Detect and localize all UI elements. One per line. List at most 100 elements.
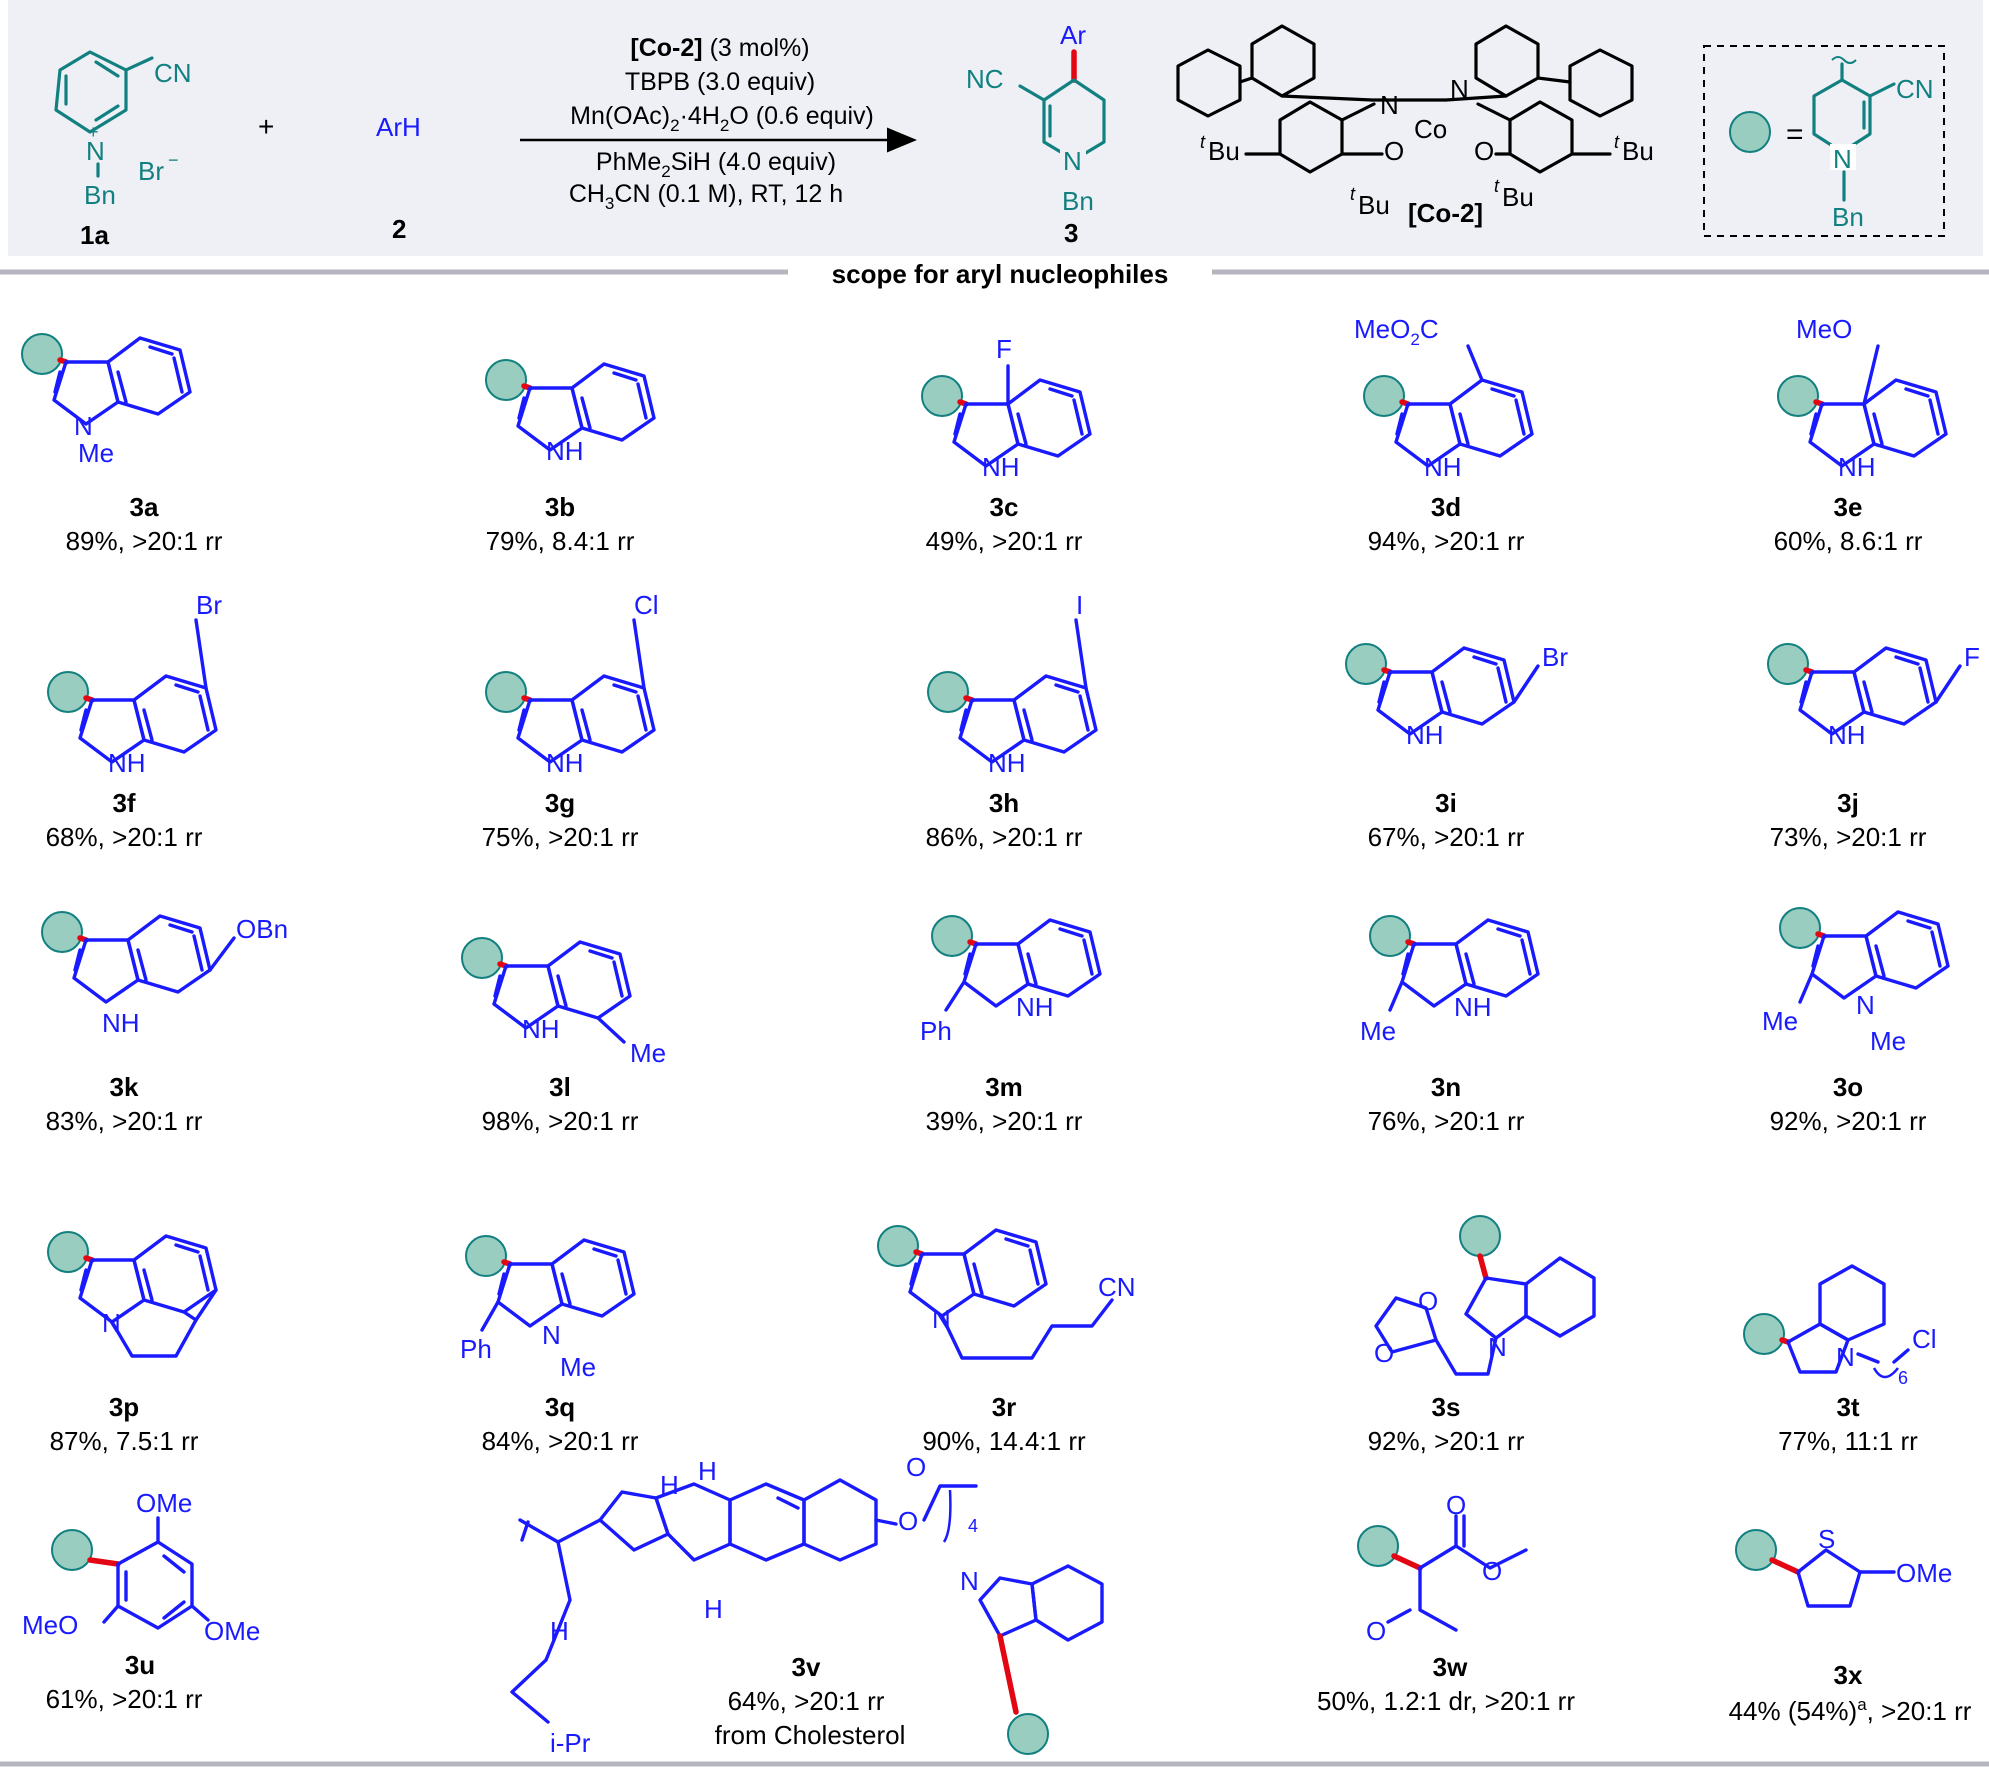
svg-text:NH: NH [108,748,146,778]
svg-text:N: N [1380,90,1399,120]
product-3: Ar NC N Bn [966,20,1106,216]
result-3d: 94%, >20:1 rr [1368,526,1525,556]
svg-text:NH: NH [1828,720,1866,750]
structure-3o: Me N Me [1762,907,1950,1056]
svg-text:N: N [1856,990,1875,1020]
svg-text:TBPB (3.0 equiv): TBPB (3.0 equiv) [625,68,815,96]
svg-text:i-Pr: i-Pr [550,1728,591,1758]
svg-text:Co: Co [1414,114,1447,144]
reagent2-formula: ArH [376,112,421,142]
svg-text:Me: Me [1360,1016,1396,1046]
svg-text:Cl: Cl [634,590,659,620]
svg-text:PhMe2SiH (4.0 equiv): PhMe2SiH (4.0 equiv) [596,148,836,181]
svg-text:Me: Me [1870,1026,1906,1056]
svg-text:O: O [898,1506,918,1536]
structure-3l: Me NH [461,937,666,1068]
result-3i: 67%, >20:1 rr [1368,822,1525,852]
label-3o: 3o [1833,1072,1863,1102]
svg-text:Bu: Bu [1208,136,1240,166]
result-3e: 60%, 8.6:1 rr [1774,526,1923,556]
result-3p: 87%, 7.5:1 rr [50,1426,199,1456]
structure-3k: OBn NH [41,911,288,1038]
label-3p: 3p [109,1392,139,1422]
svg-text:OBn: OBn [236,914,288,944]
svg-text:Cl: Cl [1912,1324,1937,1354]
legend-dot [1729,111,1771,153]
label-3k: 3k [110,1072,139,1102]
svg-text:NH: NH [1424,452,1462,482]
svg-text:H: H [550,1616,569,1646]
structure-3j: F NH [1767,642,1980,750]
pyridinium-1a: CN N + Bn Br − [54,50,192,210]
svg-text:H: H [704,1594,723,1624]
section-title: scope for aryl nucleophiles [832,259,1169,289]
svg-text:Me: Me [78,438,114,468]
svg-text:O: O [1482,1556,1502,1586]
svg-text:MeO: MeO [22,1610,78,1640]
svg-text:O: O [1366,1616,1386,1646]
svg-text:Bu: Bu [1358,190,1390,220]
label-3r: 3r [992,1392,1017,1422]
structure-3w: O O O [1357,1490,1528,1646]
svg-text:NC: NC [966,64,1004,94]
svg-text:Me: Me [560,1352,596,1382]
structure-3a: Me N [21,333,192,468]
svg-text:−: − [168,150,179,170]
svg-text:NH: NH [546,748,584,778]
svg-text:Bu: Bu [1622,136,1654,166]
structure-3m: Ph NH [920,915,1102,1046]
svg-text:N: N [932,1304,951,1334]
label-3v: 3v [792,1652,821,1682]
structure-3f: Br NH [47,590,222,778]
svg-text:OMe: OMe [1896,1558,1952,1588]
svg-text:4: 4 [968,1516,978,1536]
svg-text:H: H [698,1456,717,1486]
svg-text:NH: NH [522,1014,560,1044]
svg-text:Me: Me [630,1038,666,1068]
result-3b: 79%, 8.4:1 rr [486,526,635,556]
note-3v: from Cholesterol [715,1720,906,1750]
header-band [8,0,1983,256]
catalyst-co2: N N Co O O t Bu t Bu t Bu t Bu [Co-2] [1176,24,1654,228]
label-3t: 3t [1836,1392,1859,1422]
label-3s: 3s [1432,1392,1461,1422]
svg-text:I: I [1076,590,1083,620]
svg-text:NH: NH [982,452,1020,482]
label-3m: 3m [985,1072,1023,1102]
svg-text:=: = [1786,118,1804,151]
reagent2-label: 2 [392,214,406,244]
svg-text:t: t [1614,132,1620,152]
svg-text:S: S [1818,1524,1835,1554]
label-3q: 3q [545,1392,575,1422]
result-3j: 73%, >20:1 rr [1770,822,1927,852]
plus-sign: + [258,111,274,142]
benzyl-label: Bn [84,180,116,210]
result-3l: 98%, >20:1 rr [482,1106,639,1136]
structure-3x: S OMe [1735,1524,1952,1608]
result-3o: 92%, >20:1 rr [1770,1106,1927,1136]
svg-text:O: O [1418,1286,1438,1316]
nitrile-label: CN [154,58,192,88]
structure-3c: F NH [921,334,1092,482]
result-3a: 89%, >20:1 rr [66,526,223,556]
label-3g: 3g [545,788,575,818]
svg-text:Bn: Bn [1832,202,1864,232]
label-3h: 3h [989,788,1019,818]
structure-3r: N CN [877,1225,1136,1360]
svg-text:N: N [1833,144,1852,174]
svg-text:Ph: Ph [460,1334,492,1364]
structure-3t: N Cl 6 [1743,1264,1937,1388]
result-3s: 92%, >20:1 rr [1368,1426,1525,1456]
svg-text:NH: NH [1016,992,1054,1022]
svg-text:t: t [1200,132,1206,152]
svg-text:N: N [102,1308,121,1338]
svg-text:N: N [74,411,93,441]
result-3r: 90%, 14.4:1 rr [922,1426,1086,1456]
label-3l: 3l [549,1072,571,1102]
svg-text:+: + [88,122,99,142]
result-3v: 64%, >20:1 rr [728,1686,885,1716]
label-3b: 3b [545,492,575,522]
label-3e: 3e [1834,492,1863,522]
svg-text:OMe: OMe [204,1616,260,1646]
svg-text:Br: Br [1542,642,1568,672]
